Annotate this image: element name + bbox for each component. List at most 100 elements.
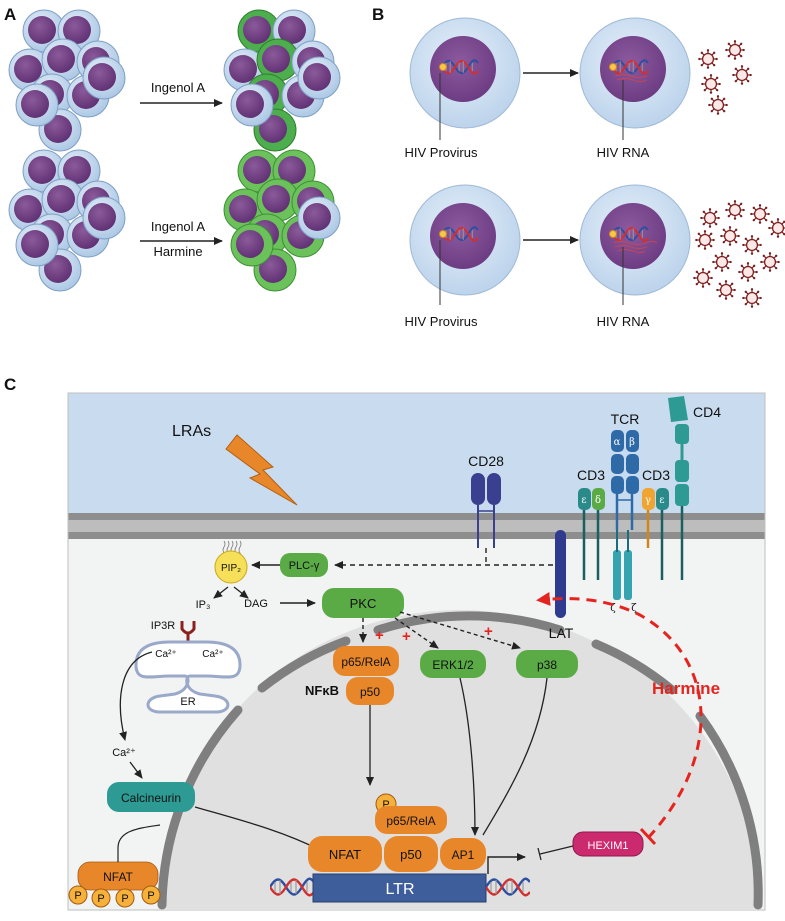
- harmine-inhibition-arc: [536, 592, 703, 846]
- cell-nucleus: [88, 203, 116, 231]
- virion-icon: [695, 230, 715, 250]
- label-tcr: TCR: [611, 411, 640, 427]
- cd3-epsilon-right: ε: [659, 495, 664, 506]
- cell-nucleus: [229, 55, 257, 83]
- plus-1: +: [375, 627, 384, 644]
- label-p65-nuc: p65/RelA: [386, 814, 435, 828]
- virion-icon: [742, 235, 762, 255]
- label-p50-nuc: p50: [400, 847, 422, 862]
- label-ap1: AP1: [452, 848, 475, 862]
- label-harmine-c: Harmine: [652, 679, 720, 698]
- virions-many: [693, 200, 785, 308]
- cell-nucleus: [63, 16, 91, 44]
- panel-c-letter: C: [4, 375, 16, 394]
- virion-icon: [725, 200, 745, 220]
- label-cd28: CD28: [468, 453, 504, 469]
- label-ip3r: IP3R: [151, 620, 176, 632]
- virion-icon: [700, 208, 720, 228]
- p-2: P: [97, 893, 104, 905]
- cell-latent-2: [409, 184, 521, 296]
- label-cd3-left: CD3: [577, 467, 605, 483]
- erk-node: [420, 650, 486, 678]
- cell-nucleus: [303, 63, 331, 91]
- nfat-nuclear: [308, 836, 382, 872]
- pip2-molecule: [214, 540, 248, 584]
- virion-icon: [712, 252, 732, 272]
- virion-icon: [701, 74, 721, 94]
- p65-rela-nuclear: [375, 806, 447, 834]
- virion-icon: [760, 252, 780, 272]
- virion-icon: [738, 262, 758, 282]
- p-4: P: [147, 890, 154, 902]
- virion-icon: [750, 204, 770, 224]
- tcr-alpha: α: [614, 437, 621, 448]
- cell-nucleus: [262, 45, 290, 73]
- label-hiv-provirus-1: HIV Provirus: [405, 145, 478, 160]
- cell-nucleus: [28, 156, 56, 184]
- virion-icon: [716, 280, 736, 300]
- cell-nucleus: [262, 185, 290, 213]
- label-erk: ERK1/2: [432, 658, 474, 672]
- virion-icon: [742, 288, 762, 308]
- label-cd3-right: CD3: [642, 467, 670, 483]
- cell-cluster-ingenol: [223, 9, 341, 152]
- label-ca-cyto: Ca²⁺: [112, 747, 136, 759]
- label-hiv-rna-2: HIV RNA: [597, 314, 650, 329]
- signal-dashed-cd28: [334, 548, 553, 569]
- virions-few: [698, 40, 752, 115]
- label-p65-cyto: p65/RelA: [341, 655, 390, 669]
- plasma-membrane: [68, 513, 765, 539]
- virion-icon: [708, 95, 728, 115]
- p50-nuclear: [384, 836, 438, 872]
- plc-gamma-node: [280, 553, 328, 577]
- label-ingenol-a: Ingenol A: [151, 80, 206, 95]
- lat-protein: [555, 530, 566, 618]
- lras-lightning-icon: [225, 434, 298, 506]
- virion-icon: [768, 218, 785, 238]
- tcr-beta: β: [629, 437, 635, 448]
- cell-nucleus: [88, 63, 116, 91]
- zeta-left: ζ: [610, 603, 616, 614]
- p-nuclear-label: P: [382, 799, 389, 811]
- label-p38: p38: [537, 658, 557, 672]
- cell-nucleus: [63, 156, 91, 184]
- label-ca-er-right: Ca²⁺: [202, 649, 223, 660]
- p65-rela-node: [333, 646, 399, 676]
- virion-icon: [693, 268, 713, 288]
- cell-nucleus: [47, 185, 75, 213]
- label-ip3: IP₃: [196, 599, 211, 611]
- label-nfkb: NFκB: [305, 683, 339, 698]
- transcription-arrow: [487, 853, 526, 874]
- cell-latent-1: [409, 17, 521, 129]
- label-nfat-nuc: NFAT: [329, 847, 361, 862]
- nfat-phosphorylated: [68, 848, 161, 908]
- label-hiv-rna-1: HIV RNA: [597, 145, 650, 160]
- cd3-gamma: γ: [645, 495, 651, 506]
- label-lras: LRAs: [172, 423, 211, 440]
- tcr-receptor: [611, 430, 639, 600]
- cell-nucleus: [278, 156, 306, 184]
- hexim1-node: [572, 831, 644, 857]
- cell-nucleus: [236, 90, 264, 118]
- cell-nucleus: [21, 90, 49, 118]
- p38-node: [516, 650, 578, 678]
- label-ingenol-a-2: Ingenol A: [151, 219, 206, 234]
- virion-icon: [698, 49, 718, 69]
- p50-node: [346, 677, 394, 705]
- cell-cluster-ingenol-harmine: [223, 149, 341, 292]
- label-er: ER: [180, 696, 195, 708]
- cell-nucleus: [243, 16, 271, 44]
- cell-nucleus: [47, 45, 75, 73]
- cd3-ge-complex: [642, 488, 669, 580]
- label-pkc: PKC: [350, 596, 377, 611]
- p-1: P: [74, 890, 81, 902]
- ap1-nuclear: [440, 838, 486, 870]
- cd28-receptor: [471, 473, 501, 548]
- hexim-inhibit: [537, 845, 574, 861]
- ltr-promoter: [312, 873, 487, 903]
- provirus-marker: [439, 63, 447, 71]
- cell-cluster-untreated-2: [8, 149, 126, 292]
- panel-b-letter: B: [372, 5, 384, 24]
- cd3-delta: δ: [595, 495, 601, 506]
